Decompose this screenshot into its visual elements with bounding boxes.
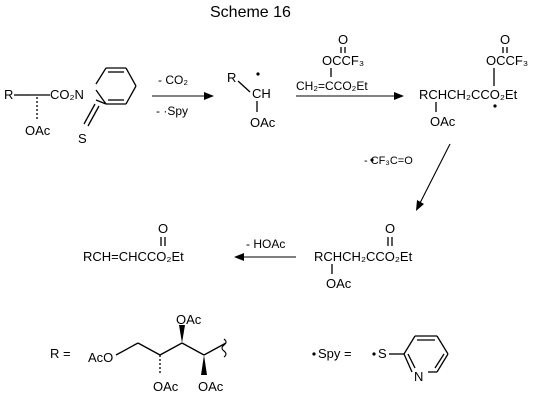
trifluoroacetoxy-acrylate: O OCCF₃ CH₂=CCO₂Et [296, 32, 368, 93]
arrow-fragmentation: - CF₃C=O [364, 143, 451, 211]
r-definition: R = AcO OAc OAc OAc [50, 312, 227, 394]
r-oac-top: OAc [176, 312, 202, 327]
arrow-decarboxylation: - CO₂ - ·Spy [152, 73, 214, 118]
reagent-o: O [338, 32, 348, 47]
product-main: RCH=CHCCO₂Et [83, 249, 184, 264]
spy-s: S [378, 346, 387, 361]
start-co2n: CO₂N [50, 87, 84, 102]
product-o: O [158, 221, 168, 236]
r-oac-bottom-1: OAc [153, 379, 179, 394]
arrow1-top: - CO₂ [158, 73, 188, 87]
spy-definition: Spy = S N [312, 335, 449, 384]
arrow3-label: - CF₃C=O [364, 155, 413, 167]
adduct-o: O [500, 32, 510, 47]
ketone-product: O RCHCH₂CCO₂Et OAc [314, 221, 413, 291]
spy-n: N [414, 369, 423, 384]
alkyl-radical: R CH OAc [227, 70, 276, 130]
arrow-addition [296, 92, 404, 100]
arrow4-label: - HOAc [246, 237, 285, 251]
reagent-ocf3: OCCF₃ [322, 53, 364, 68]
start-oac: OAc [25, 123, 51, 138]
start-r: R [4, 87, 13, 102]
spy-label: Spy = [318, 346, 352, 361]
adduct-oac: OAc [430, 114, 456, 129]
scheme-title: Scheme 16 [210, 4, 291, 21]
arrow-elimination: - HOAc [234, 237, 296, 261]
r-oac-bottom-2: OAc [198, 379, 224, 394]
adduct-ocf3: OCCF₃ [486, 53, 528, 68]
start-s: S [78, 131, 87, 146]
adduct-main: RCHCH₂CCO₂Et [419, 87, 518, 102]
ketone-oac: OAc [326, 276, 352, 291]
arrow1-bottom: - ·Spy [156, 104, 188, 118]
starting-material: R OAc CO₂N S [4, 67, 137, 146]
r-aco: AcO [88, 350, 113, 365]
reagent-alkene: CH₂=CCO₂Et [296, 79, 368, 93]
enone-product: O RCH=CHCCO₂Et [83, 221, 184, 264]
ketone-main: RCHCH₂CCO₂Et [314, 249, 413, 264]
radical-oac: OAc [250, 115, 276, 130]
r-label: R = [50, 346, 71, 361]
radical-ch: CH [252, 86, 271, 101]
adduct-radical: O OCCF₃ RCHCH₂CCO₂Et OAc [419, 32, 528, 129]
radical-r: R [227, 70, 236, 85]
ketone-o: O [385, 221, 395, 236]
